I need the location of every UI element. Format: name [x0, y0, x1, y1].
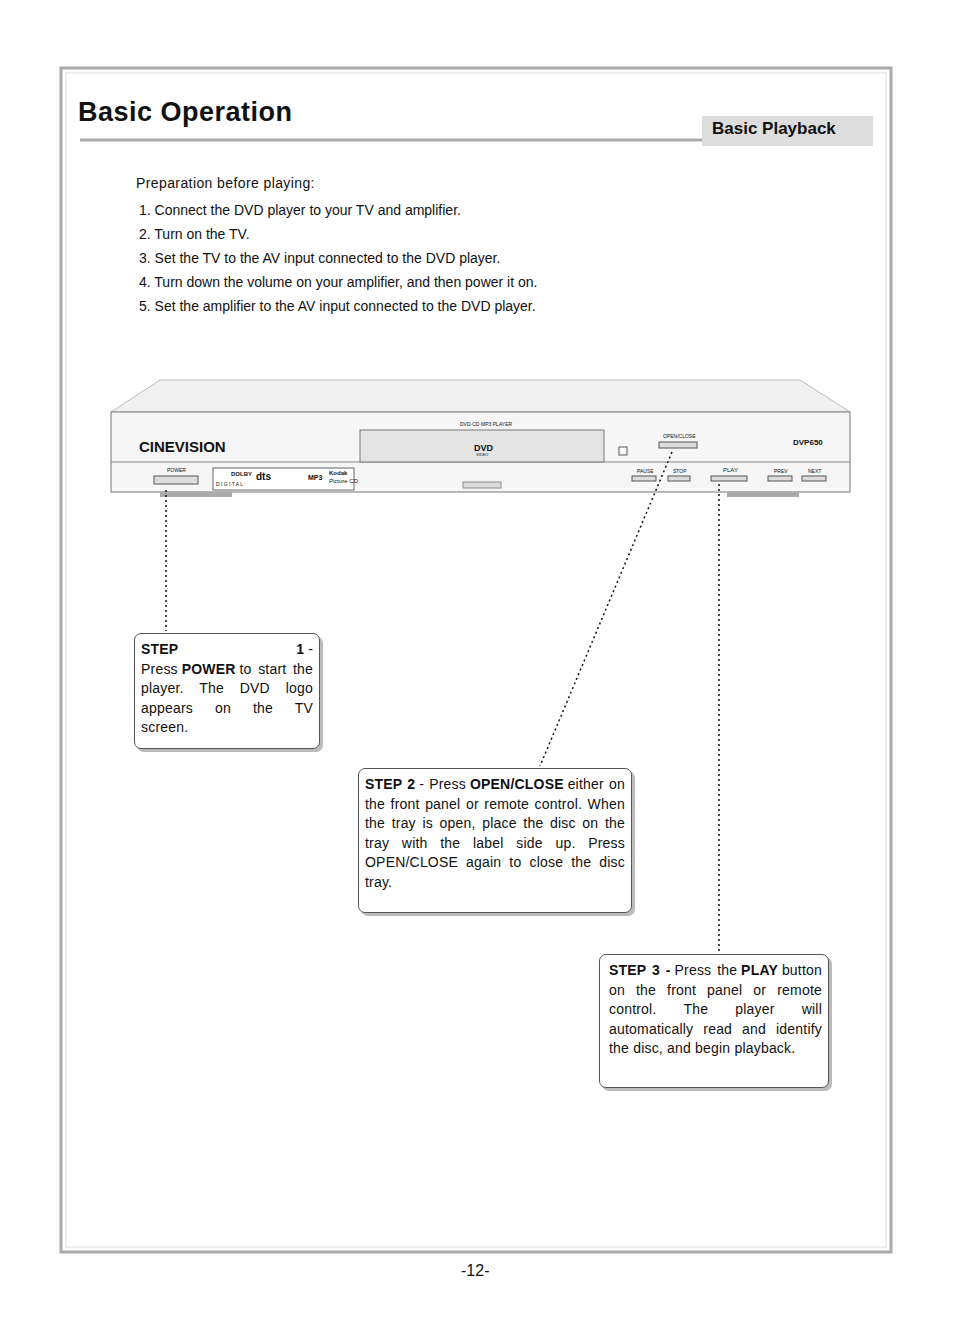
- panel-label: VIDEO: [476, 452, 488, 457]
- instruction-text: Preparation before playing:: [136, 175, 315, 191]
- panel-label: NEXT: [808, 468, 821, 474]
- panel-label: PREV: [774, 468, 788, 474]
- callout-text: Basic Playback: [712, 119, 836, 138]
- panel-label: PLAY: [723, 467, 738, 473]
- step-callout: STEP 1- PressPOWERto start the player. T…: [134, 633, 320, 749]
- leader-line: [165, 490, 167, 631]
- callout-text: either on the front panel or remote cont…: [365, 776, 625, 890]
- section-band: Basic Playback: [702, 116, 873, 146]
- callout-text: STEP 1: [141, 641, 304, 657]
- panel-label: dts: [256, 471, 271, 482]
- instruction-text: 5. Set the amplifier to the AV input con…: [139, 298, 536, 314]
- callout-text: - Press: [419, 776, 466, 792]
- panel-label: OPEN/CLOSE: [663, 433, 696, 439]
- instruction-text: 2. Turn on the TV.: [139, 226, 250, 242]
- panel-label: MP3: [308, 474, 322, 481]
- panel-label: POWER: [167, 467, 186, 473]
- callout-text: STEP 2: [365, 776, 415, 792]
- dvd-player: [111, 380, 850, 497]
- callout-text: OPEN/CLOSE: [470, 776, 564, 792]
- panel-label: DOLBY: [231, 471, 252, 477]
- title-rule: [80, 139, 702, 142]
- step-callout: STEP 3 -Press thePLAYbutton on the front…: [599, 954, 829, 1088]
- panel-label: DVD·CD·MP3 PLAYER: [460, 421, 512, 427]
- instruction-text: 4. Turn down the volume on your amplifie…: [139, 274, 537, 290]
- callout-text: PLAY: [741, 962, 778, 978]
- panel-label: CINEVISION: [139, 438, 226, 455]
- step-callout: STEP 2- PressOPEN/CLOSEeither on the fro…: [358, 768, 632, 913]
- callout-text: POWER: [182, 661, 236, 677]
- panel-label: PAUSE: [637, 468, 654, 474]
- panel-label: DVD: [474, 443, 493, 453]
- panel-label: D I G I T A L: [216, 481, 243, 487]
- instruction-text: 3. Set the TV to the AV input connected …: [139, 250, 500, 266]
- page-number: -12-: [461, 1262, 489, 1280]
- page-title: Basic Operation: [78, 97, 293, 128]
- panel-label: Kodak: [329, 470, 347, 476]
- callout-text: Press the: [675, 962, 738, 978]
- instruction-text: 1. Connect the DVD player to your TV and…: [139, 202, 461, 218]
- callout-text: STEP 3 -: [609, 962, 671, 978]
- leader-line: [718, 484, 720, 952]
- panel-label: Picture CD: [329, 478, 358, 484]
- panel-label: STOP: [673, 468, 687, 474]
- page-frame: [61, 68, 891, 1252]
- leader-line: [540, 452, 672, 766]
- panel-label: DVP650: [793, 438, 823, 447]
- page-frame-inner: [66, 73, 886, 1247]
